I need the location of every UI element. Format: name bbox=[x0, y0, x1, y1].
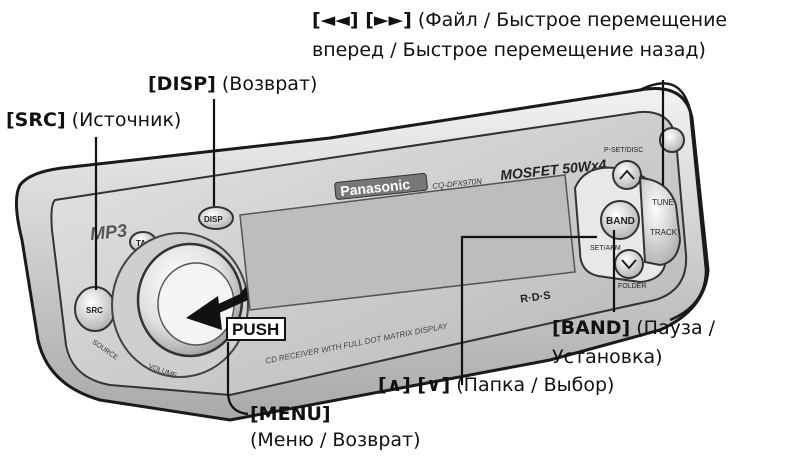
display-window bbox=[239, 174, 576, 311]
tune-track-rocker[interactable] bbox=[638, 176, 682, 267]
label-track-key: [◄◄] [►►] bbox=[312, 9, 412, 31]
label-menu-desc: (Меню / Возврат) bbox=[250, 429, 421, 451]
band-button[interactable] bbox=[600, 200, 640, 240]
push-box bbox=[226, 317, 286, 341]
label-band-line2: Установка) bbox=[552, 345, 663, 369]
down-icon bbox=[621, 259, 637, 270]
label-src-key: [SRC] bbox=[6, 109, 66, 131]
tune-text: TUNE bbox=[652, 198, 674, 207]
band-btn-text: BAND bbox=[606, 216, 635, 227]
push-arrowhead bbox=[186, 296, 222, 330]
label-band-desc2: Установка) bbox=[552, 346, 663, 368]
label-updown: [∧] [∨] (Папка / Выбор) bbox=[378, 373, 614, 397]
folder-text: FOLDER bbox=[618, 283, 646, 290]
label-disp-desc: (Возврат) bbox=[215, 73, 318, 95]
label-updown-desc: (Папка / Выбор) bbox=[450, 374, 615, 396]
label-band: [BAND] (Пауза / bbox=[552, 316, 715, 340]
push-text: PUSH bbox=[232, 320, 279, 339]
label-band-key: [BAND] bbox=[552, 317, 631, 339]
label-band-desc1: (Пауза / bbox=[630, 317, 716, 339]
label-disp: [DISP] (Возврат) bbox=[148, 72, 317, 96]
track-text: TRACK bbox=[650, 228, 678, 237]
label-track-keys: [◄◄] [►►] (Файл / Быстрое перемещение bbox=[312, 8, 727, 32]
setapm-text: SET/APM bbox=[590, 245, 621, 252]
label-menu-line2: (Меню / Возврат) bbox=[250, 428, 421, 452]
label-menu: [MENU] bbox=[250, 402, 331, 426]
up-icon bbox=[619, 169, 635, 180]
disp-button[interactable] bbox=[198, 206, 234, 230]
down-button[interactable] bbox=[614, 249, 644, 279]
rds-logo: R·D·S bbox=[519, 290, 551, 306]
label-track-desc2: вперед / Быстрое перемещение назад) bbox=[312, 39, 706, 61]
label-disp-key: [DISP] bbox=[148, 73, 216, 95]
label-menu-key: [MENU] bbox=[250, 403, 331, 425]
release-button[interactable] bbox=[659, 127, 685, 153]
leader-menu bbox=[226, 342, 249, 416]
label-updown-key: [∧] [∨] bbox=[378, 374, 451, 396]
label-track-keys-line2: вперед / Быстрое перемещение назад) bbox=[312, 38, 706, 62]
pset-text: P-SET/DISC bbox=[604, 147, 643, 154]
src-btn-text: SRC bbox=[86, 306, 103, 315]
up-button[interactable] bbox=[612, 160, 642, 190]
label-track-desc1: (Файл / Быстрое перемещение bbox=[411, 9, 728, 31]
mp3-logo: MP3 bbox=[89, 220, 128, 244]
ta-btn-text: TA bbox=[136, 239, 146, 248]
leader-updown bbox=[460, 235, 597, 385]
label-src-desc: (Источник) bbox=[65, 109, 182, 131]
brand-text: Panasonic bbox=[339, 176, 411, 199]
label-src: [SRC] (Источник) bbox=[6, 108, 181, 132]
brand-plate bbox=[334, 172, 428, 200]
callout-lines bbox=[94, 80, 665, 416]
disp-btn-text: DISP bbox=[204, 215, 223, 224]
